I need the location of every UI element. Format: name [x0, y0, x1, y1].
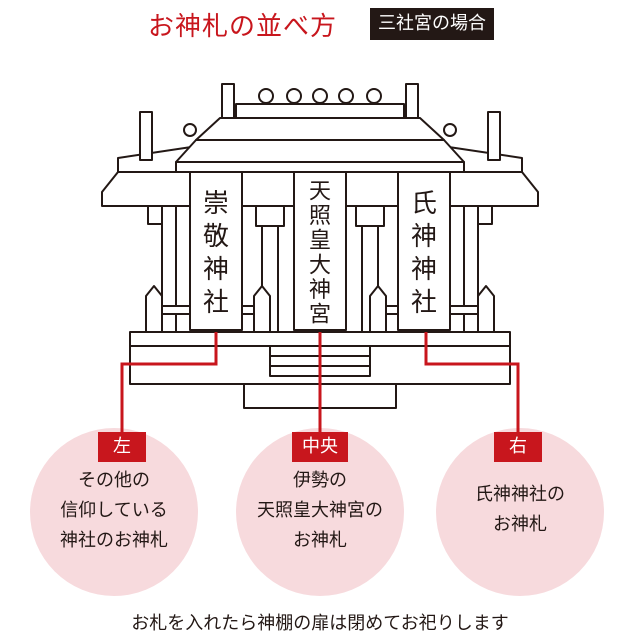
- center-description-line: 天照皇大神宮の: [257, 500, 383, 521]
- ofuda-center-label: 天照皇大神宮: [309, 178, 331, 327]
- right-description-line: 氏神神社の: [475, 484, 565, 505]
- center-description-line: 伊勢の: [293, 470, 347, 491]
- subtitle-badge: 三社宮の場合: [370, 8, 494, 40]
- page-title: お神札の並べ方: [148, 12, 338, 42]
- katsuogi-3: [312, 88, 328, 104]
- center-roof-eave: [175, 161, 465, 173]
- center-roof-upper: [195, 117, 445, 141]
- left-description-line: 神社のお神札: [60, 530, 168, 551]
- tag-left: 左: [98, 432, 146, 462]
- center-description-line: お神札: [293, 530, 347, 551]
- katsuogi-1: [258, 88, 274, 104]
- center-roof-middle: [175, 139, 465, 163]
- left-chigi: [139, 111, 153, 161]
- left-circle: [30, 428, 198, 596]
- right-connector: [424, 332, 520, 432]
- left-bracket: [147, 205, 163, 225]
- center-description: 伊勢の 天照皇大神宮の お神札: [236, 466, 404, 556]
- left-description-line: その他の: [78, 470, 150, 491]
- ofuda-center: [293, 171, 347, 331]
- center-left-capital: [255, 205, 285, 227]
- ofuda-left-label: 崇敬神社: [203, 189, 229, 318]
- left-connector: [120, 332, 218, 432]
- center-right-capital: [355, 205, 385, 227]
- katsuogi-4: [338, 88, 354, 104]
- ofuda-right-label: 氏神神社: [411, 189, 437, 318]
- right-bracket: [477, 205, 493, 225]
- right-chigi: [487, 111, 501, 161]
- ofuda-right: [397, 171, 451, 331]
- right-description: 氏神神社の お神札: [436, 480, 604, 540]
- left-description: その他の 信仰している 神社のお神札: [30, 466, 198, 556]
- right-katsuogi: [443, 123, 457, 137]
- ofuda-left: [189, 171, 243, 331]
- left-katsuogi: [183, 123, 197, 137]
- tag-center: 中央: [292, 432, 348, 462]
- roof-ridge: [235, 103, 405, 119]
- center-circle: [236, 428, 404, 596]
- footer-note: お札を入れたら神棚の扉は閉めてお祀りします: [131, 613, 509, 634]
- tag-right: 右: [494, 432, 542, 462]
- katsuogi-2: [286, 88, 302, 104]
- right-circle: [436, 428, 604, 596]
- right-description-line: お神札: [493, 514, 547, 535]
- katsuogi-5: [366, 88, 382, 104]
- left-description-line: 信仰している: [60, 500, 168, 521]
